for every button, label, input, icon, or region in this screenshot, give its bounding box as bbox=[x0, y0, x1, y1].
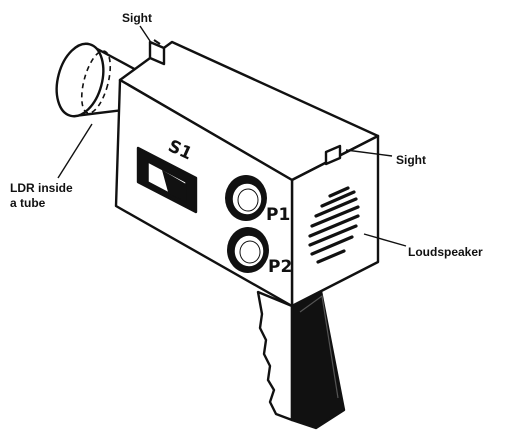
handle bbox=[256, 284, 346, 430]
switch-s1 bbox=[136, 146, 198, 214]
label-sight-top: Sight bbox=[122, 11, 152, 25]
label-sight-right: Sight bbox=[396, 153, 426, 167]
leader-ldr bbox=[57, 123, 93, 179]
leader-sight-right bbox=[345, 149, 393, 157]
ldr-hidden-outline bbox=[80, 50, 112, 114]
pot-p1-knob bbox=[225, 175, 267, 221]
leader-loudspeaker bbox=[363, 233, 407, 247]
label-ldr-line2: a tube bbox=[10, 196, 46, 210]
handle-highlight bbox=[299, 294, 339, 399]
leader-lines bbox=[57, 25, 407, 247]
loudspeaker-grille bbox=[308, 186, 360, 264]
label-loudspeaker: Loudspeaker bbox=[408, 245, 483, 259]
leader-sight-top bbox=[139, 25, 153, 45]
pot-p2-label: P2 bbox=[268, 257, 292, 277]
label-ldr-line1: LDR inside bbox=[10, 181, 73, 195]
pot-p2-knob bbox=[227, 227, 269, 273]
sight-top bbox=[148, 39, 166, 66]
pot-p1-label: P1 bbox=[266, 205, 290, 225]
sight-right bbox=[324, 144, 342, 166]
